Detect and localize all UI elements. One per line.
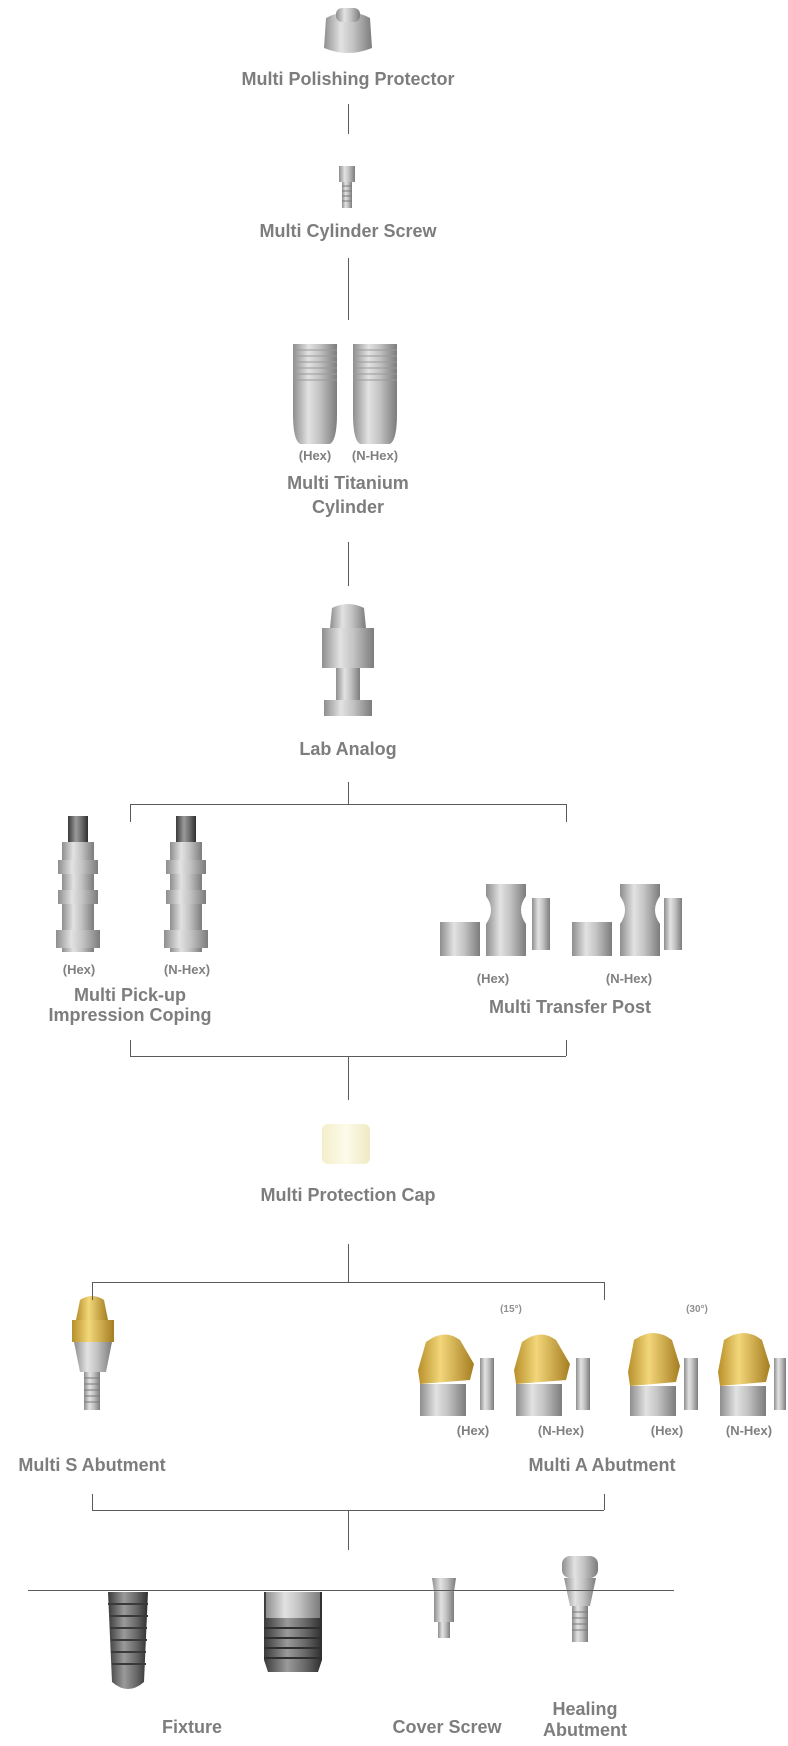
cylinder-screw-label: Multi Cylinder Screw [259,221,437,241]
angle-30-label: (30°) [686,1304,708,1315]
connector-line [566,1040,567,1056]
connector-line [604,1494,605,1510]
s-abutment-image [72,1296,114,1410]
connector-line [348,1244,349,1282]
lab-analog-label: Lab Analog [299,739,397,759]
polishing-protector-label: Multi Polishing Protector [241,69,455,89]
variant-hex-label: (Hex) [62,962,96,977]
variant-hex-label: (Hex) [650,1423,684,1438]
titanium-cylinder-label-line1: Multi Titanium [287,473,409,493]
transfer-post-label: Multi Transfer Post [488,997,652,1017]
protection-cap-label: Multi Protection Cap [260,1185,436,1205]
healing-abutment-label-line1: Healing [552,1699,618,1719]
bone-level-line [28,1590,674,1591]
connector-line [348,104,349,134]
pickup-coping-label-line2: Impression Coping [48,1005,212,1025]
fixture-label: Fixture [161,1717,222,1737]
pickup-coping-nhex-image [164,816,208,952]
connector-line [130,804,131,822]
connector-line [348,542,349,586]
connector-line [566,804,567,822]
connector-line [130,1040,131,1056]
transfer-post-nhex-image [572,884,682,956]
fixture-straight-image [264,1592,322,1672]
lab-analog-image [322,604,374,716]
transfer-post-hex-image [440,884,550,956]
titanium-cylinder-hex-image [293,344,337,444]
variant-hex-label: (Hex) [456,1423,490,1438]
variant-nhex-label: (N-Hex) [725,1423,773,1438]
a-abutment-15-hex-image [418,1334,494,1416]
connector-line [348,1056,349,1100]
titanium-cylinder-nhex-image [353,344,397,444]
healing-abutment-image [562,1556,598,1642]
fixture-tapered-image [108,1592,148,1689]
angle-15-label: (15°) [500,1304,522,1315]
a-abutment-label: Multi A Abutment [528,1455,676,1475]
protection-cap-image [322,1124,370,1164]
a-abutment-15-nhex-image [514,1334,590,1416]
connector-line [92,1494,93,1510]
cylinder-screw-image [339,166,355,208]
s-abutment-label: Multi S Abutment [18,1455,166,1475]
pickup-coping-hex-image [56,816,100,952]
variant-nhex-label: (N-Hex) [537,1423,585,1438]
variant-hex-label: (Hex) [476,971,510,986]
variant-nhex-label: (N-Hex) [351,448,399,463]
pickup-coping-label-line1: Multi Pick-up [74,985,186,1005]
variant-nhex-label: (N-Hex) [605,971,653,986]
connector-line [348,782,349,804]
cover-screw-image [432,1578,456,1638]
polishing-protector-image [324,8,372,53]
connector-line [92,1282,93,1300]
cover-screw-label: Cover Screw [392,1717,502,1737]
branch-line [92,1282,604,1283]
variant-hex-label: (Hex) [298,448,332,463]
a-abutment-30-nhex-image [718,1333,786,1416]
a-abutment-30-hex-image [628,1333,698,1416]
branch-line [130,804,566,805]
variant-nhex-label: (N-Hex) [163,962,211,977]
connector-line [348,1510,349,1550]
connector-line [604,1282,605,1300]
titanium-cylinder-label-line2: Cylinder [311,497,385,517]
healing-abutment-label-line2: Abutment [543,1720,627,1740]
connector-line [348,258,349,320]
